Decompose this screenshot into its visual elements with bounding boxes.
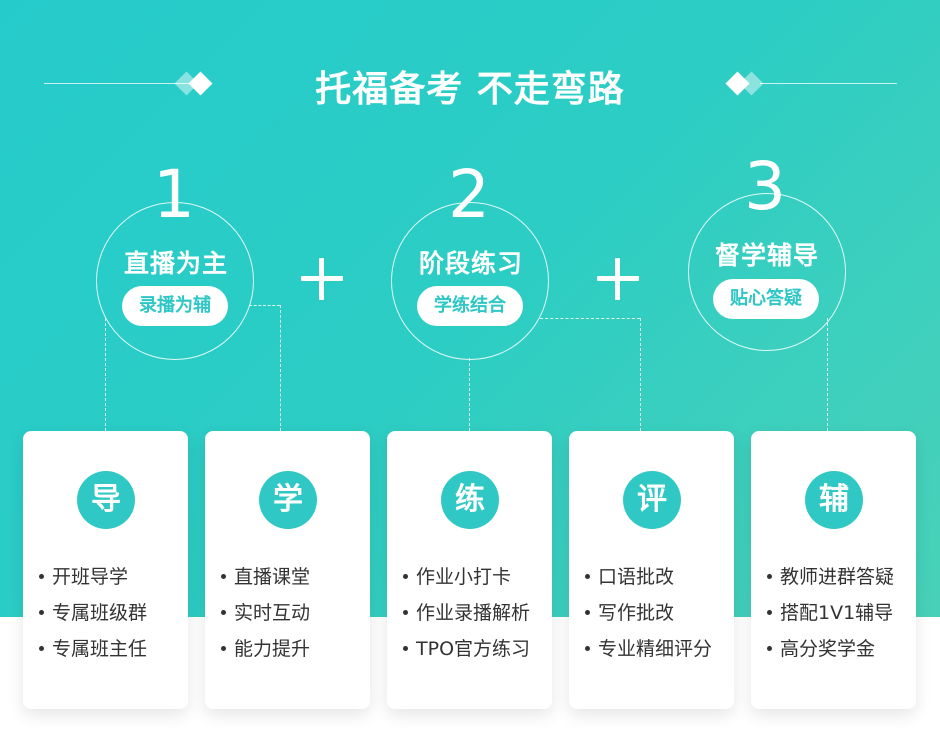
step-title: 阶段练习 [418,249,523,278]
list-item: TPO官方练习 [403,631,530,667]
step-circle [96,202,254,360]
list-item: 高分奖学金 [767,631,894,667]
list-item: 搭配1V1辅导 [767,595,894,631]
step-pill: 学练结合 [417,286,523,326]
feature-card: 辅 教师进群答疑 搭配1V1辅导 高分奖学金 [751,431,916,709]
connector-line [540,318,640,319]
connector-line [640,318,641,431]
list-item: 专业精细评分 [585,631,712,667]
list-item: 写作批改 [585,595,712,631]
card-badge: 练 [441,471,499,529]
card-badge: 学 [259,471,317,529]
feature-card: 学 直播课堂 实时互动 能力提升 [205,431,370,709]
connector-line [280,305,281,431]
connector-line [105,318,106,431]
list-item: 教师进群答疑 [767,559,894,595]
list-item: 作业录播解析 [403,595,530,631]
feature-card: 练 作业小打卡 作业录播解析 TPO官方练习 [387,431,552,709]
card-item-list: 作业小打卡 作业录播解析 TPO官方练习 [403,559,530,667]
list-item: 专属班级群 [39,595,147,631]
title-right-line [760,83,897,84]
step-pill: 贴心答疑 [713,279,819,319]
title-left-line [44,83,194,84]
list-item: 实时互动 [221,595,310,631]
feature-card: 评 口语批改 写作批改 专业精细评分 [569,431,734,709]
step-title: 督学辅导 [714,241,819,270]
connector-line [827,318,828,431]
step-title: 直播为主 [123,249,228,278]
connector-line [469,358,470,431]
step-circle [688,193,846,351]
page-title: 托福备考 不走弯路 [315,69,625,110]
connector-line [249,305,280,306]
list-item: 专属班主任 [39,631,147,667]
list-item: 能力提升 [221,631,310,667]
card-item-list: 口语批改 写作批改 专业精细评分 [585,559,712,667]
step-circle [391,202,549,360]
list-item: 口语批改 [585,559,712,595]
card-item-list: 开班导学 专属班级群 专属班主任 [39,559,147,667]
card-badge: 导 [77,471,135,529]
list-item: 作业小打卡 [403,559,530,595]
card-badge: 辅 [805,471,863,529]
list-item: 开班导学 [39,559,147,595]
card-item-list: 直播课堂 实时互动 能力提升 [221,559,310,667]
feature-card: 导 开班导学 专属班级群 专属班主任 [23,431,188,709]
list-item: 直播课堂 [221,559,310,595]
step-pill: 录播为辅 [122,286,228,326]
card-item-list: 教师进群答疑 搭配1V1辅导 高分奖学金 [767,559,894,667]
card-badge: 评 [623,471,681,529]
